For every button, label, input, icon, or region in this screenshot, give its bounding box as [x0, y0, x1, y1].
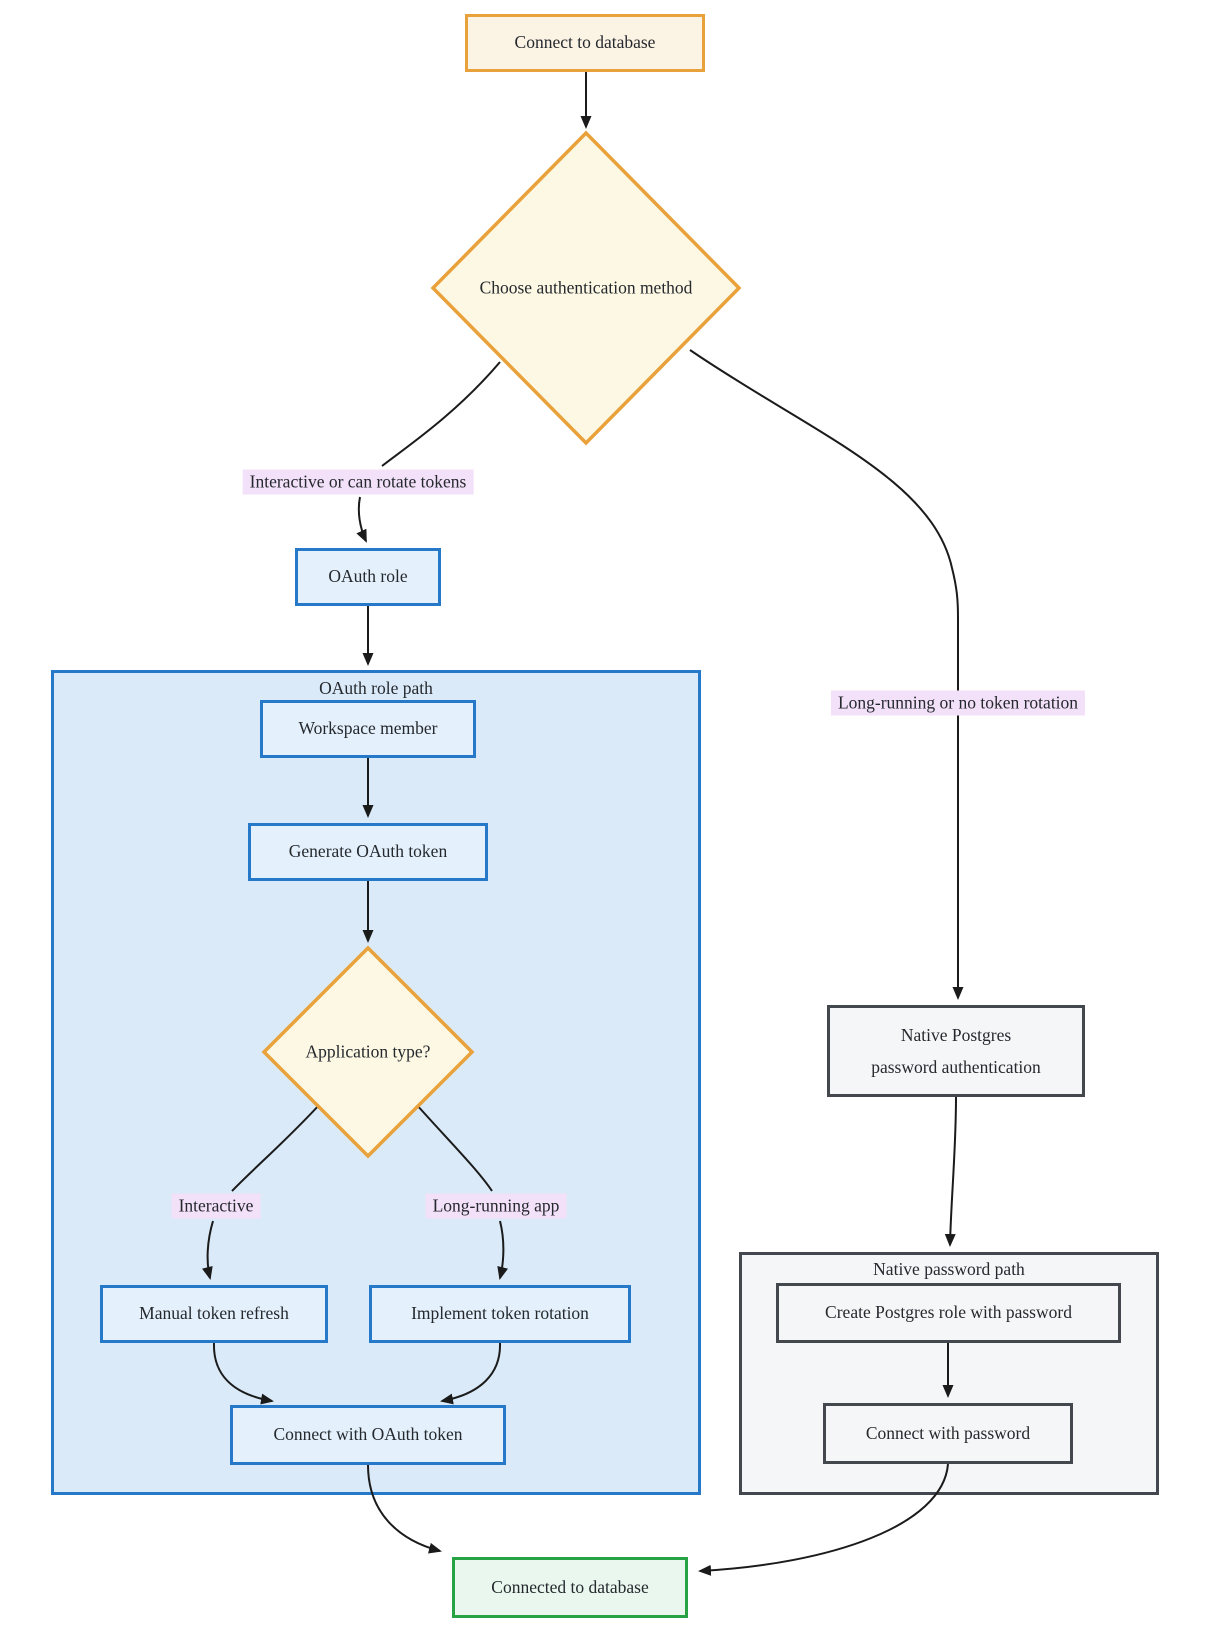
decision-application-type-label: Application type? — [305, 1041, 431, 1062]
edge-nativeauth-to-subgraph — [944, 1096, 957, 1247]
edge-decision-to-nativeauth — [689, 349, 964, 1000]
edge-apptype-to-label-longrunning — [415, 1103, 493, 1192]
edge-label-to-tokenrotation — [497, 1220, 509, 1280]
edge-connectpassword-to-connected — [698, 1463, 949, 1576]
edge-connectoauth-to-connected — [367, 1464, 442, 1554]
subgraph-title-native-password-path: Native password path — [873, 1259, 1025, 1279]
edge-label-interactive-or-can-rotate: Interactive or can rotate tokens — [242, 469, 474, 495]
edge-label-long-running-app: Long-running app — [425, 1193, 567, 1219]
node-connect-with-oauth-token: Connect with OAuth token — [230, 1405, 506, 1465]
node-manual-token-refresh: Manual token refresh — [100, 1285, 328, 1343]
node-implement-token-rotation: Implement token rotation — [369, 1285, 631, 1343]
decision-choose-auth-shape — [430, 130, 742, 446]
edge-label-long-running-or-no-rotation: Long-running or no token rotation — [830, 690, 1086, 716]
edge-manualrefresh-to-connectoauth — [212, 1342, 274, 1405]
node-native-postgres-auth: Native Postgres password authentication — [827, 1005, 1085, 1097]
edge-label-interactive: Interactive — [171, 1193, 261, 1219]
edge-tokenrotation-to-connectoauth — [440, 1342, 502, 1405]
node-create-postgres-role: Create Postgres role with password — [776, 1283, 1121, 1343]
edge-apptype-to-label-interactive — [231, 1103, 321, 1192]
node-connect-with-password: Connect with password — [823, 1403, 1073, 1464]
decision-choose-auth-label: Choose authentication method — [479, 277, 693, 298]
node-generate-oauth-token: Generate OAuth token — [248, 823, 488, 881]
node-connect-to-database: Connect to database — [465, 14, 705, 72]
edge-decision-to-label-left — [381, 361, 501, 467]
node-oauth-role: OAuth role — [295, 548, 441, 606]
node-connected-to-database: Connected to database — [452, 1557, 688, 1618]
edge-label-to-manualrefresh — [201, 1220, 214, 1280]
node-workspace-member: Workspace member — [260, 700, 476, 758]
decision-application-type-shape — [261, 945, 475, 1159]
subgraph-title-oauth-role-path: OAuth role path — [319, 678, 433, 698]
edge-label-to-oauthrole — [356, 496, 367, 543]
